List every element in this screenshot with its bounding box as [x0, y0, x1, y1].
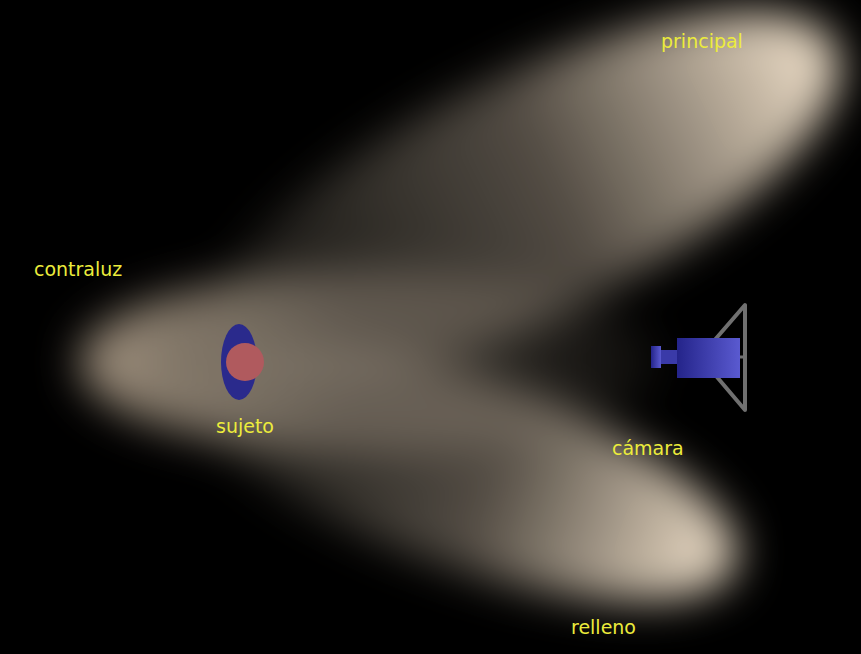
subject-label: sujeto [216, 415, 274, 437]
key-light-label: principal [661, 30, 743, 52]
subject-head [226, 343, 264, 381]
light-lobes [80, 0, 861, 654]
camera-body [677, 338, 740, 378]
camera-label: cámara [612, 437, 684, 459]
subject-figure [221, 324, 264, 400]
camera-icon [651, 305, 745, 410]
back-light-lobe [80, 270, 660, 454]
fill-light-label: relleno [571, 616, 636, 638]
camera-lens [651, 346, 661, 368]
camera-lens [661, 350, 677, 364]
back-light-label: contraluz [34, 258, 122, 280]
